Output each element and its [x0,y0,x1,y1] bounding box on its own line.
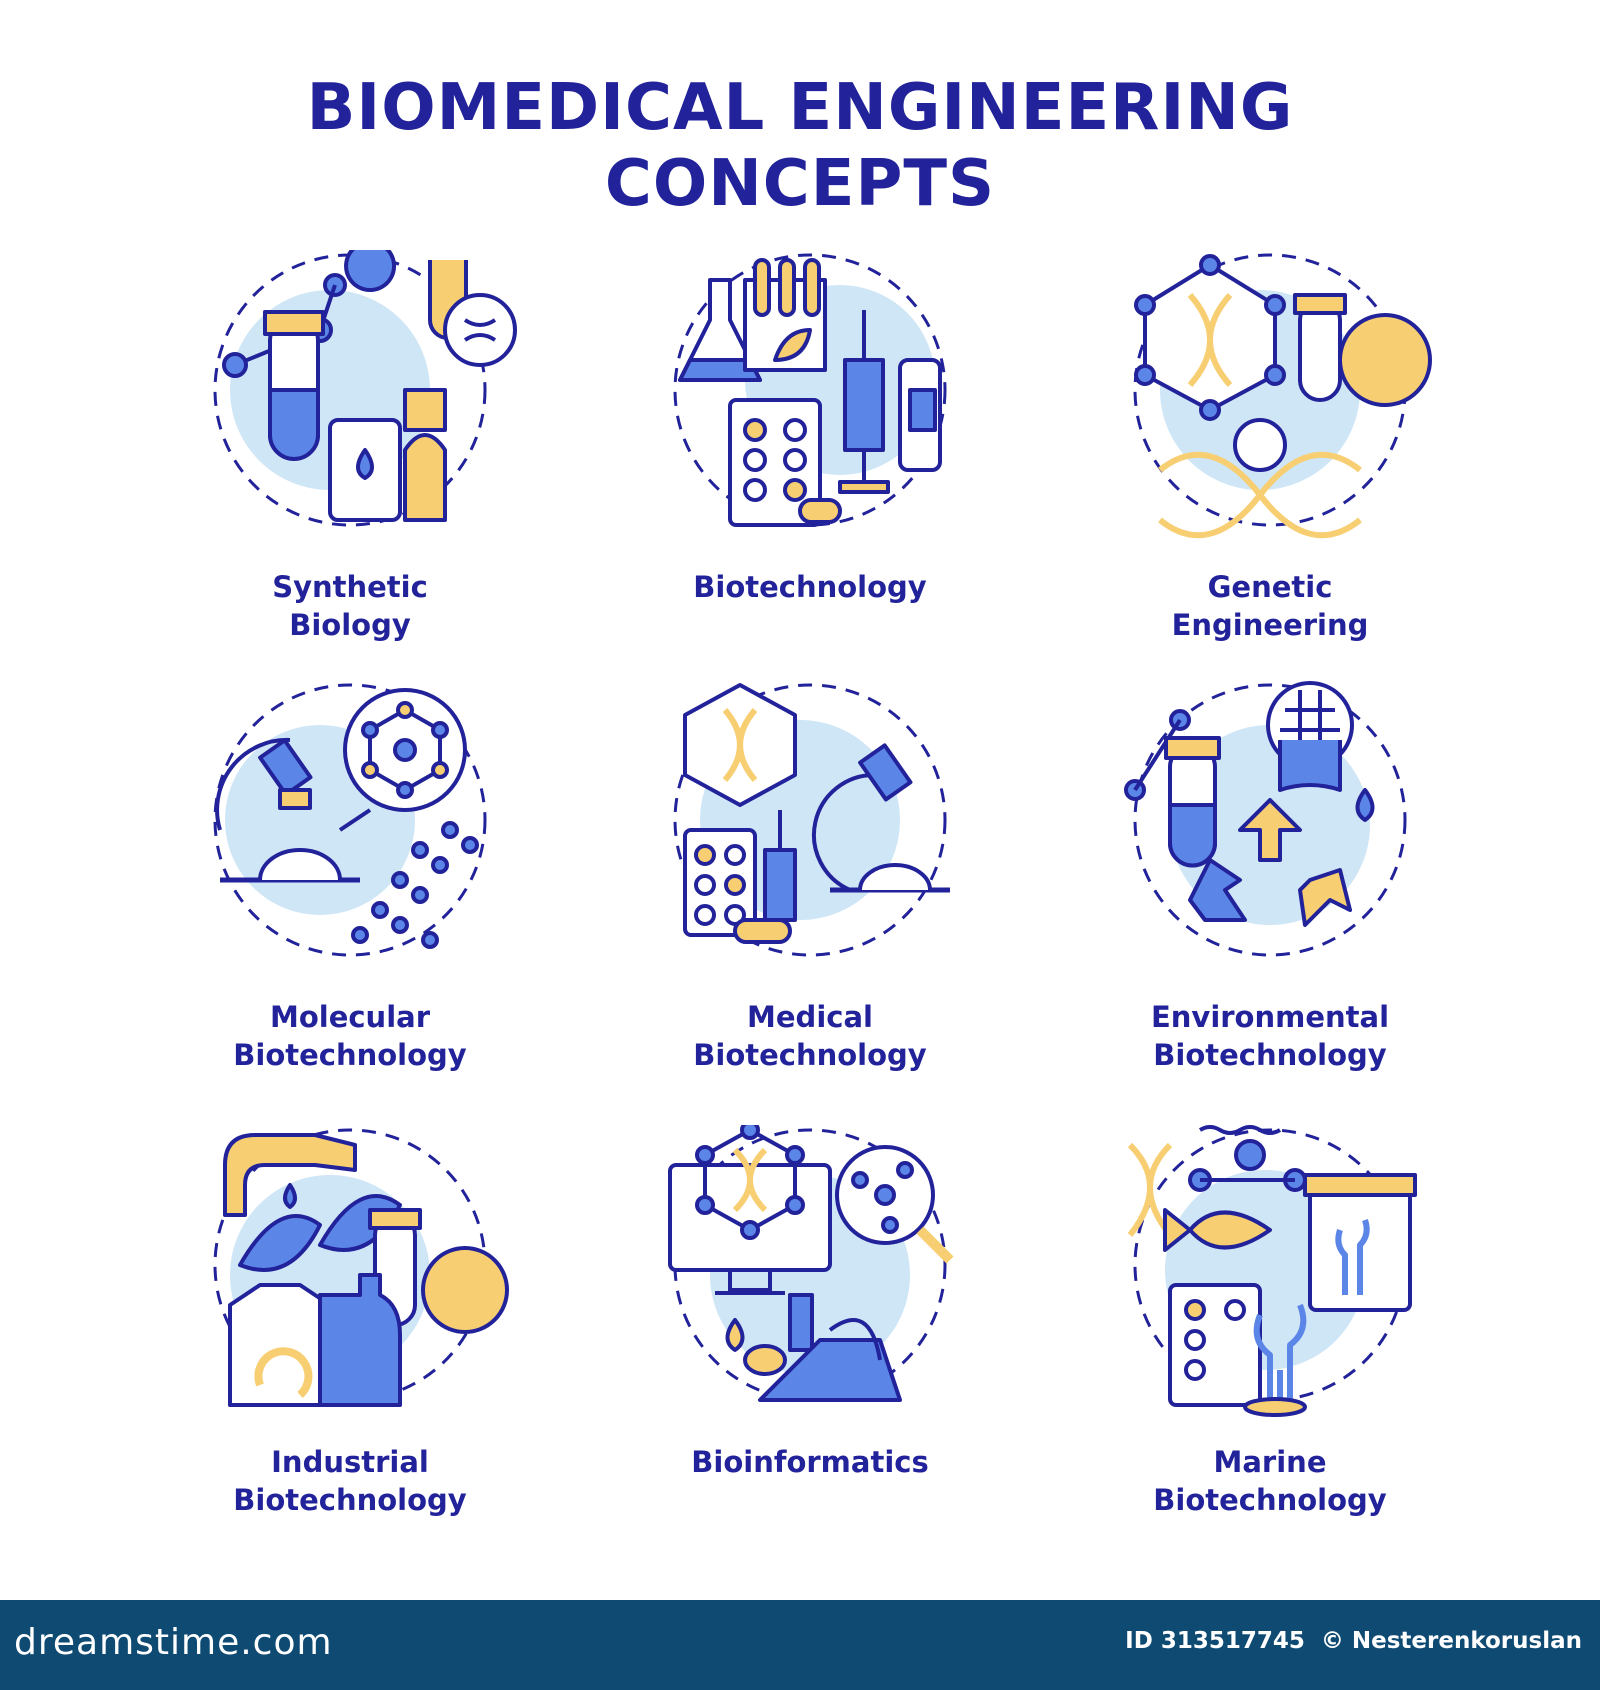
concept-environmental-biotechnology: Environmental Biotechnology [1050,680,1490,1074]
concept-label: Medical Biotechnology [693,1000,927,1072]
concept-marine-biotechnology: Marine Biotechnology [1050,1125,1490,1519]
test-tube-apple-dna-corn-icon [213,250,517,527]
recycle-tube-water-icon [1124,681,1407,957]
concept-industrial-biotechnology: Industrial Biotechnology [130,1125,570,1519]
concept-label: Genetic Engineering [1171,570,1369,642]
concept-genetic-engineering: Genetic Engineering [1050,250,1490,644]
flask-syringe-pills-icon [673,253,947,527]
concept-grid: Synthetic Biology [130,250,1490,1519]
image-credit: ID 313517745 © Nesterenkoruslan [1117,1628,1582,1654]
title-line-1: BIOMEDICAL ENGINEERING [306,71,1294,145]
concept-synthetic-biology: Synthetic Biology [130,250,570,644]
page-title: BIOMEDICAL ENGINEERING CONCEPTS [0,70,1600,222]
monitor-dna-microscope-icon [668,1125,954,1402]
concept-label: Environmental Biotechnology [1150,1000,1390,1072]
title-line-2: CONCEPTS [604,147,996,221]
concept-label: Bioinformatics [691,1445,929,1479]
concept-label: Synthetic Biology [272,570,428,642]
concept-label: Marine Biotechnology [1153,1445,1387,1517]
image-id: ID 313517745 [1125,1628,1305,1654]
concept-label: Molecular Biotechnology [233,1000,467,1072]
concept-biotechnology: Biotechnology [590,250,1030,606]
dna-microscope-pills-icon [673,683,950,957]
dna-fish-seaweed-icon [1127,1125,1417,1417]
author-credit[interactable]: © Nesterenkoruslan [1320,1628,1582,1654]
concept-medical-biotechnology: Medical Biotechnology [590,680,1030,1074]
concept-label: Biotechnology [693,570,927,604]
microscope-molecule-icon [213,683,487,957]
fuel-leaf-bottle-icon [213,1128,509,1407]
watermark-footer: dreamstime.com ID 313517745 © Nesterenko… [0,1600,1600,1690]
concept-label: Industrial Biotechnology [233,1445,467,1517]
concept-bioinformatics: Bioinformatics [590,1125,1030,1481]
dna-gear-tomato-icon [1133,253,1432,539]
concept-molecular-biotechnology: Molecular Biotechnology [130,680,570,1074]
brand-logo[interactable]: dreamstime.com [14,1622,333,1663]
